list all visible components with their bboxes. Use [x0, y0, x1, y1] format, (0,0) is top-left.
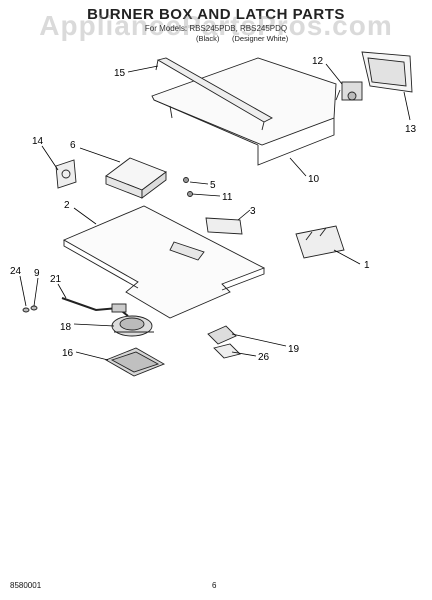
color-black-label: (Black) [196, 34, 220, 43]
callout-11: 11 [222, 192, 233, 203]
model-line: For Models: RBS245PDB, RBS245PDQ [144, 24, 288, 33]
callout-18: 18 [60, 322, 72, 333]
callout-16: 16 [62, 348, 74, 359]
page-number: 6 [212, 581, 217, 590]
parts-5-11-screws [183, 177, 193, 197]
part-12-latch-assembly [335, 81, 363, 101]
callout-15: 15 [114, 68, 126, 79]
part-16-filter [104, 347, 166, 377]
callout-21: 21 [50, 274, 62, 285]
leader-lines [19, 63, 411, 361]
part-14-plate [55, 159, 77, 189]
callout-26: 26 [258, 352, 270, 363]
parts-24-9-fasteners [22, 305, 38, 313]
part-13-latch-handle [361, 51, 413, 93]
part-19-switch [207, 325, 237, 345]
callout-1: 1 [364, 260, 370, 271]
callout-labels: 15 12 13 14 10 6 5 11 2 3 1 24 9 21 18 1… [10, 56, 417, 363]
part-1-bracket [295, 225, 345, 259]
callout-3: 3 [250, 206, 256, 217]
document-number: 8580001 [10, 581, 42, 590]
part-21-igniter [61, 297, 129, 317]
part-15-latch-rail [155, 57, 273, 131]
callout-14: 14 [32, 136, 44, 147]
callout-19: 19 [288, 344, 300, 355]
part-2-tray [62, 205, 266, 319]
callout-24: 24 [10, 266, 22, 277]
page-title: BURNER BOX AND LATCH PARTS [87, 6, 345, 23]
callout-10: 10 [308, 174, 320, 185]
part-3-bracket [205, 217, 243, 235]
callout-5: 5 [210, 180, 216, 191]
part-6-block [105, 157, 167, 199]
callout-12: 12 [312, 56, 324, 67]
callout-13: 13 [405, 124, 417, 135]
callout-9: 9 [34, 268, 40, 279]
part-10-cover [151, 57, 337, 166]
part-18-burner [111, 315, 154, 337]
callout-6: 6 [70, 140, 76, 151]
color-white-label: (Designer White) [232, 34, 289, 43]
callout-2: 2 [64, 200, 70, 211]
part-26-clip [213, 343, 241, 359]
